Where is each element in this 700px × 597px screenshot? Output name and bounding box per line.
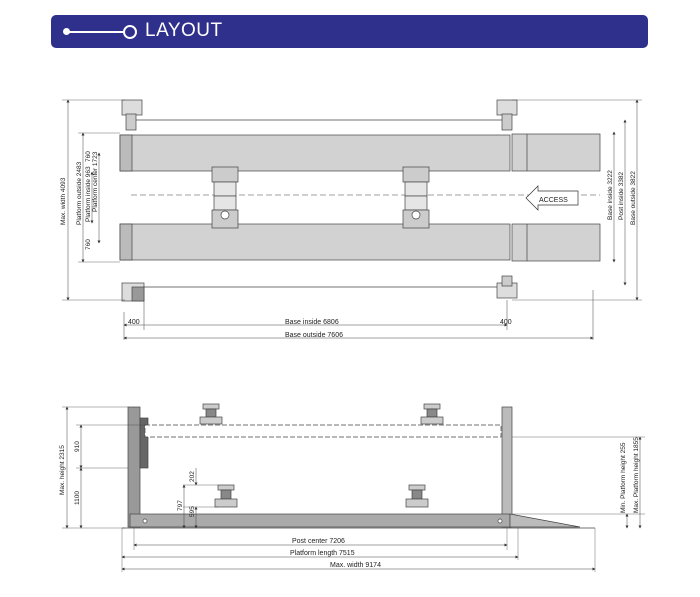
dim-left-400: 400 — [128, 319, 140, 326]
post-bottom-left — [121, 282, 145, 302]
jack-left — [211, 166, 239, 229]
access-arrow — [525, 185, 579, 211]
max-width-label: Max. width 4093 — [60, 177, 67, 225]
platform-inside-label: Platform inside 963 — [85, 166, 92, 222]
max-height-label: Max. height 2315 — [59, 445, 66, 495]
jack-lowered-left — [214, 484, 238, 508]
base-outside-label: Base outside 7606 — [285, 332, 343, 339]
platform-length-label: Platform length 7515 — [290, 550, 355, 557]
side-view — [62, 403, 645, 572]
section-header: LAYOUT — [51, 15, 648, 48]
right-base-outside-label: Base outside 3822 — [630, 171, 637, 225]
column-right — [501, 406, 513, 528]
max-width-side-label: Max. width 9174 — [330, 562, 381, 569]
access-label: ACCESS — [539, 197, 568, 204]
post-top-left — [121, 99, 143, 131]
header-dot-icon — [63, 28, 70, 35]
min-platform-height-label: Min. Platform height 255 — [620, 442, 627, 513]
top-view — [62, 99, 642, 340]
ramp-upper — [511, 133, 601, 172]
platform-outside-label: Platform outside 2483 — [76, 161, 83, 225]
platform-lowered — [129, 513, 511, 528]
dim-right-400: 400 — [500, 319, 512, 326]
platform-center-label: Platform center 1723 — [92, 151, 99, 212]
jack-right — [402, 166, 430, 229]
runway-lower — [119, 223, 511, 261]
dim-760-bottom: 760 — [85, 239, 92, 250]
dim-202: 202 — [189, 471, 196, 482]
jack-raised-right — [420, 403, 444, 425]
max-platform-height-label: Max. Platform height 1855 — [633, 437, 640, 513]
dim-910: 910 — [74, 441, 81, 452]
header-ring-icon — [123, 25, 137, 39]
dim-595: 595 — [189, 506, 196, 517]
runway-upper — [119, 134, 511, 172]
post-bottom-right — [496, 275, 518, 299]
dim-797: 797 — [177, 500, 184, 511]
right-base-inside-label: Base inside 3222 — [607, 170, 614, 220]
post-center-label: Post center 7206 — [292, 538, 345, 545]
ramp-lower — [511, 223, 601, 262]
section-title: LAYOUT — [145, 20, 223, 41]
right-post-inside-label: Post inside 3382 — [618, 172, 625, 220]
jack-lowered-right — [405, 484, 429, 508]
platform-raised — [144, 424, 502, 438]
ramp-side — [509, 513, 581, 528]
dim-1100: 1100 — [74, 491, 81, 505]
post-top-right — [496, 99, 518, 131]
jack-raised-left — [199, 403, 223, 425]
dim-760-top: 760 — [85, 151, 92, 162]
base-inside-label: Base inside 6806 — [285, 319, 339, 326]
header-line-decoration — [69, 31, 124, 33]
